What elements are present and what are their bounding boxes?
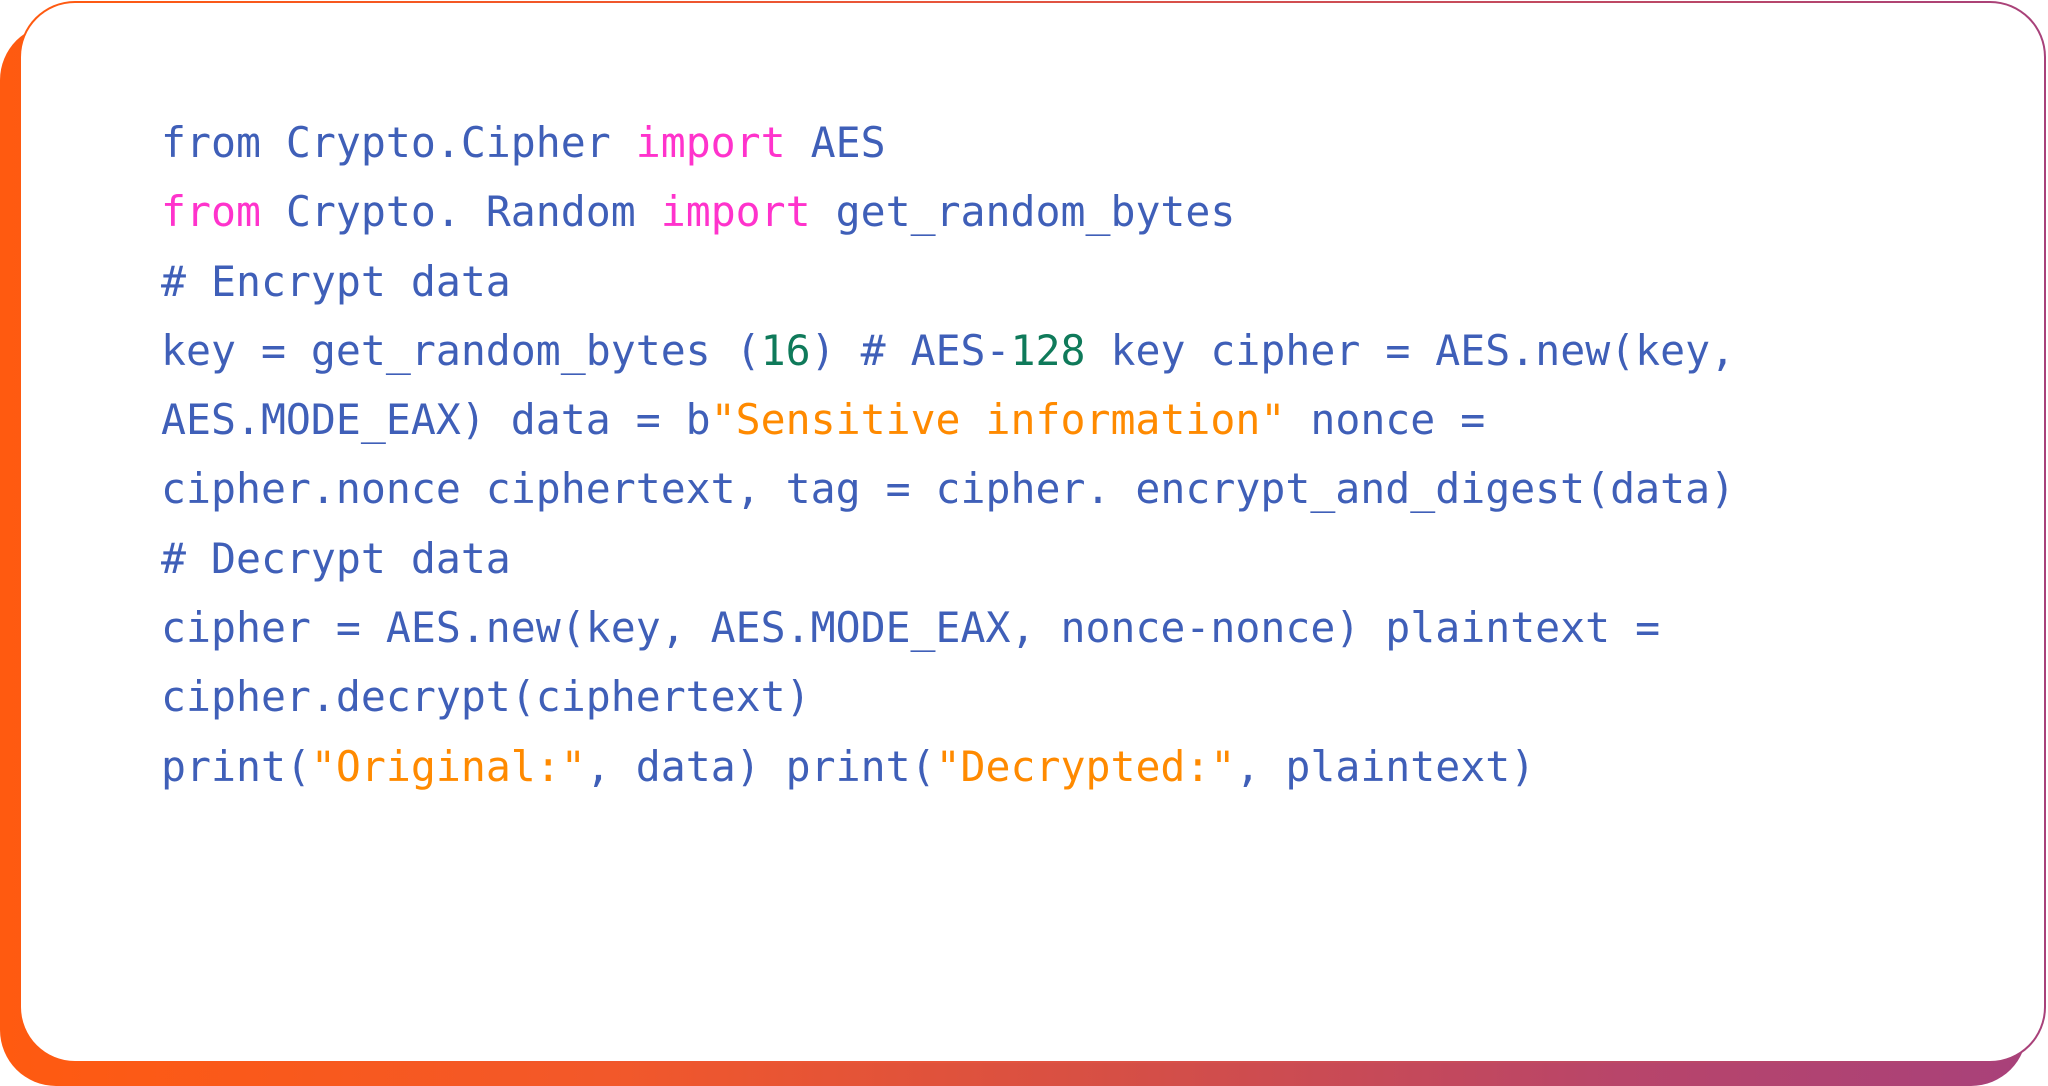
code-line: AES.MODE_EAX) data = b"Sensitive informa… [161, 385, 1735, 454]
code-line: cipher.decrypt(ciphertext) [161, 662, 1735, 731]
number-token: 16 [760, 325, 811, 375]
code-token: get_random_bytes [810, 187, 1236, 237]
code-line: cipher = AES.new(key, AES.MODE_EAX, nonc… [161, 593, 1735, 662]
code-token: key cipher = AES.new(key, [1085, 325, 1736, 375]
code-token: # Encrypt data [161, 256, 511, 306]
code-line: from Crypto. Random import get_random_by… [161, 177, 1735, 246]
code-token: AES [785, 118, 886, 167]
code-line: # Decrypt data [161, 524, 1735, 593]
code-token: cipher = AES.new(key, AES.MODE_EAX, nonc… [161, 603, 1661, 653]
string-token: "Original:" [310, 741, 586, 791]
code-token: from Crypto.Cipher [161, 118, 636, 167]
code-line: from Crypto.Cipher import AES [161, 108, 1735, 177]
number-token: 128 [1010, 325, 1086, 375]
code-card [19, 1, 2046, 1063]
code-token: AES.MODE_EAX) data = b [161, 395, 711, 445]
code-token: cipher.nonce ciphertext, tag = cipher. e… [161, 464, 1736, 514]
code-token: cipher.decrypt(ciphertext) [161, 672, 811, 722]
keyword-token: from [161, 187, 261, 237]
code-token: print( [161, 741, 311, 791]
code-line: cipher.nonce ciphertext, tag = cipher. e… [161, 454, 1735, 523]
code-line: key = get_random_bytes (16) # AES-128 ke… [161, 316, 1735, 385]
code-token: Crypto. Random [260, 187, 661, 237]
string-token: "Decrypted:" [935, 741, 1236, 791]
keyword-token: import [660, 187, 811, 237]
code-line: print("Original:", data) print("Decrypte… [161, 732, 1735, 801]
code-token: nonce = [1285, 395, 1486, 445]
code-token: # Decrypt data [161, 533, 511, 583]
code-line: # Encrypt data [161, 247, 1735, 316]
keyword-token: import [635, 118, 786, 167]
code-token: , data) print( [585, 741, 936, 791]
code-token: , plaintext) [1235, 741, 1536, 791]
string-token: "Sensitive information" [710, 395, 1286, 445]
code-token: key = get_random_bytes ( [161, 325, 761, 375]
code-token: ) # AES- [810, 325, 1011, 375]
